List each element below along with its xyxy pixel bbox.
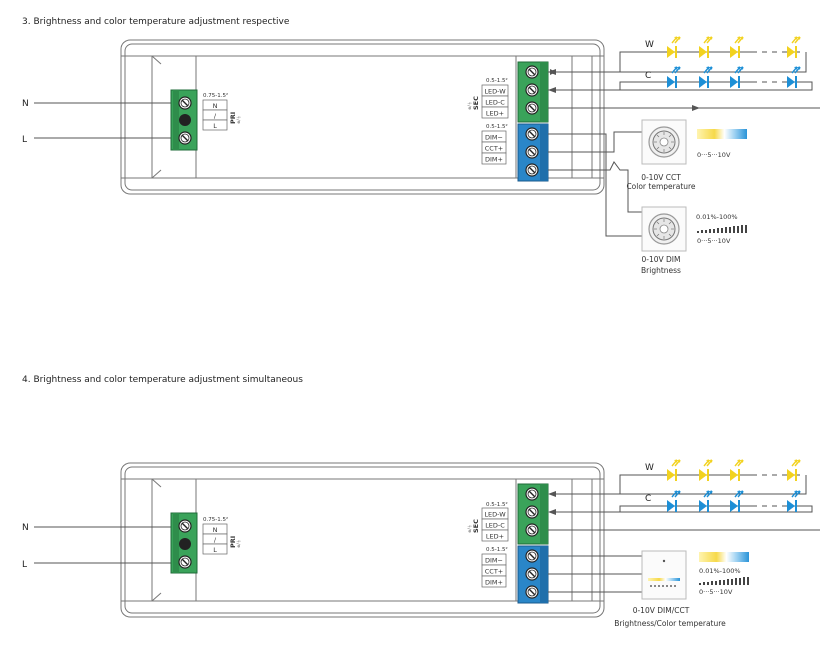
led-row-cool [660, 66, 806, 89]
led-cool-4 [786, 66, 801, 89]
sec-terminal-dim-minus: DIM− [485, 134, 503, 142]
pri-terminal-labels: N / L [202, 523, 228, 555]
combo-control-panel[interactable] [641, 550, 687, 600]
sec-terminal-led-w: LED-W [484, 511, 506, 519]
pri-terminal-block [170, 512, 198, 574]
led-warm-4 [786, 459, 801, 482]
pri-terminal-n: N [213, 102, 218, 110]
dim-control-title: 0-10V DIM [642, 255, 681, 264]
section-3-diagram: N L 0.75-1.5² PRI ⊗/⏚ N / L 0.5-1.5² SEC… [22, 36, 820, 275]
cct-gradient-bar [697, 129, 747, 139]
combo-control-subtitle: Brightness/Color temperature [614, 619, 726, 628]
input-l-label: L [22, 135, 27, 145]
sec-wire-size: 0.5-1.5² [486, 501, 508, 508]
led-warm-4 [786, 36, 801, 59]
led-cool-3 [729, 66, 744, 89]
led-warm-1 [666, 36, 681, 59]
sec-dim-terminal-labels: DIM− CCT+ DIM+ [481, 553, 507, 588]
sec-terminal-dim-minus: DIM− [485, 557, 503, 565]
pri-terminal-slash: / [214, 112, 217, 120]
pri-side-label: PRI [229, 112, 237, 124]
sec-led-terminal-block [517, 483, 549, 545]
led-warm-3 [729, 36, 744, 59]
sec-sub-label: ⊗/⏚ [466, 101, 472, 110]
pri-terminal-slash: / [214, 536, 217, 544]
input-l-label: L [22, 560, 27, 570]
sec-dim-terminal-block [517, 545, 549, 604]
pri-sub-label: ⊗/⏚ [235, 115, 241, 124]
combo-control-title: 0-10V DIM/CCT [633, 606, 690, 615]
section-3-title: 3. Brightness and color temperature adju… [22, 17, 290, 27]
cct-control-subtitle: Color temperature [626, 182, 695, 191]
combo-scale: 0···5···10V [699, 588, 733, 596]
sec-terminal-cct-plus: CCT+ [485, 145, 504, 153]
section-4-title: 4. Brightness and color temperature adju… [22, 375, 303, 385]
sec-sub-label: ⊗/⏚ [466, 524, 472, 533]
led-row-c-label: C [645, 494, 651, 504]
led-row-cool [660, 490, 806, 513]
sec-wire-size: 0.5-1.5² [486, 77, 508, 84]
combo-cct-gradient-bar [699, 552, 749, 562]
dim-brightness-ramp [697, 225, 747, 233]
combo-brightness-ramp [699, 577, 749, 585]
pri-wire-size: 0.75-1.5² [203, 92, 228, 99]
dim-control-knob[interactable] [641, 206, 687, 252]
cct-control-knob[interactable] [641, 119, 687, 165]
led-warm-2 [698, 36, 713, 59]
driver-housing [120, 462, 605, 618]
led-row-w-label: W [645, 40, 654, 50]
sec-terminal-led-plus: LED+ [486, 110, 504, 118]
sec-terminal-dim-plus: DIM+ [485, 579, 503, 587]
sec-terminal-led-plus: LED+ [486, 533, 504, 541]
led-warm-3 [729, 459, 744, 482]
sec-dim-terminal-labels: DIM− CCT+ DIM+ [481, 130, 507, 165]
pri-terminal-n: N [213, 526, 218, 534]
pri-terminal-l: L [213, 546, 217, 554]
input-n-label: N [22, 523, 29, 533]
sec-terminal-cct-plus: CCT+ [485, 568, 504, 576]
sec-terminal-led-c: LED-C [485, 99, 505, 107]
sec-dim-terminal-block [517, 123, 549, 182]
led-cool-2 [698, 66, 713, 89]
sec-terminal-led-c: LED-C [485, 522, 505, 530]
cct-scale: 0···5···10V [697, 151, 731, 159]
sec-terminal-dim-plus: DIM+ [485, 156, 503, 164]
led-row-c-label: C [645, 71, 651, 81]
input-n-label: N [22, 99, 29, 109]
pri-terminal-labels: N / L [202, 99, 228, 131]
sec-side-label: SEC [472, 519, 480, 533]
pri-terminal-l: L [213, 122, 217, 130]
led-row-warm [660, 459, 801, 482]
cct-control-title: 0-10V CCT [641, 173, 681, 182]
led-cool-1 [666, 66, 681, 89]
sec-side-label: SEC [472, 96, 480, 110]
combo-range: 0.01%-100% [699, 567, 741, 575]
sec-dim-wire-size: 0.5-1.5² [486, 546, 508, 553]
sec-dim-wire-size: 0.5-1.5² [486, 123, 508, 130]
pri-sub-label: ⊗/⏚ [235, 539, 241, 548]
pri-wire-size: 0.75-1.5² [203, 516, 228, 523]
sec-terminal-led-w: LED-W [484, 88, 506, 96]
led-warm-1 [666, 459, 681, 482]
led-row-w-label: W [645, 463, 654, 473]
sec-led-terminal-labels: LED-W LED-C LED+ [481, 507, 509, 542]
pri-terminal-block [170, 89, 198, 151]
sec-led-terminal-labels: LED-W LED-C LED+ [481, 84, 509, 119]
section-4-diagram: N L 0.75-1.5² PRI ⊗/⏚ N / L 0.5-1.5² SEC… [22, 459, 820, 628]
dim-scale: 0···5···10V [697, 237, 731, 245]
dim-range: 0.01%-100% [696, 213, 738, 221]
led-warm-2 [698, 459, 713, 482]
led-row-warm [660, 36, 801, 59]
sec-led-terminal-block [517, 61, 549, 123]
pri-side-label: PRI [229, 536, 237, 548]
dim-control-subtitle: Brightness [641, 266, 681, 275]
